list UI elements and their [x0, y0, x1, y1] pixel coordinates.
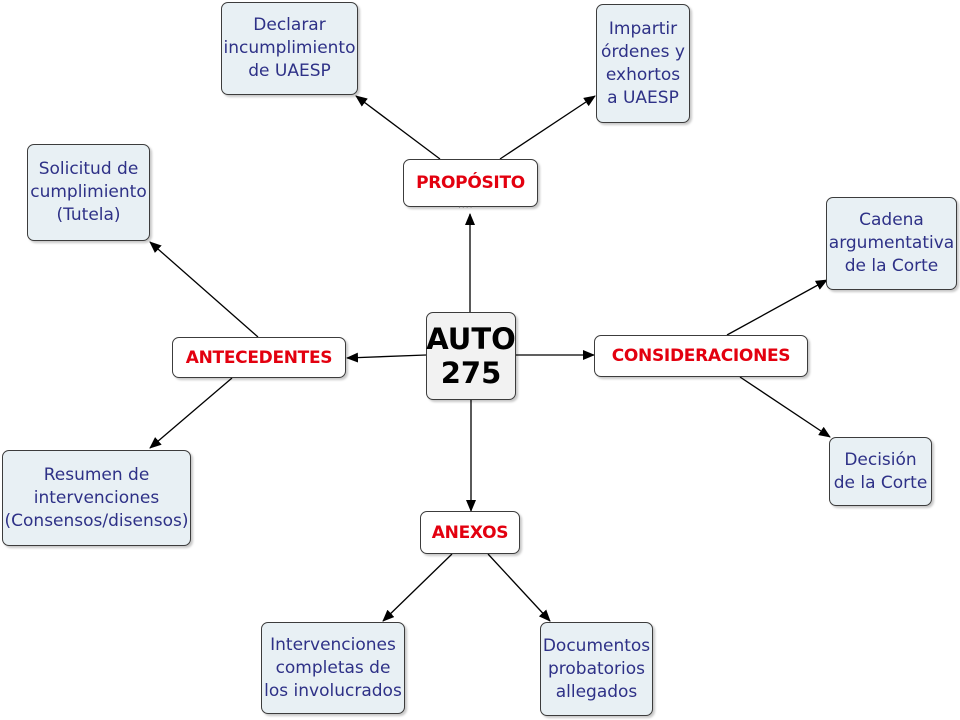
leaf-documentos-label: Documentos probatorios allegados: [542, 635, 651, 702]
leaf-solicitud: Solicitud de cumplimiento (Tutela): [27, 144, 150, 241]
handle-dots-decoration: ····: [458, 203, 474, 213]
category-proposito-label: PROPÓSITO: [416, 173, 525, 193]
leaf-solicitud-label: Solicitud de cumplimiento (Tutela): [30, 159, 147, 225]
leaf-resumen-label: Resumen de intervenciones (Consensos/dis…: [4, 464, 189, 531]
arrow-center-to-antecedentes: [346, 352, 427, 363]
arrow-consideraciones-to-cadena: [726, 279, 828, 336]
category-consideraciones-label: CONSIDERACIONES: [611, 346, 791, 366]
category-proposito: PROPÓSITO: [403, 159, 538, 207]
arrow-antecedentes-to-resumen: [149, 377, 233, 449]
leaf-resumen: Resumen de intervenciones (Consensos/dis…: [2, 450, 191, 546]
leaf-cadena-label: Cadena argumentativa de la Corte: [828, 210, 955, 276]
center-label: AUTO 275: [426, 322, 516, 390]
leaf-decision-label: Decisión de la Corte: [833, 449, 928, 493]
leaf-documentos: Documentos probatorios allegados: [540, 622, 653, 716]
category-anexos-label: ANEXOS: [431, 522, 509, 543]
leaf-intervenciones: Intervenciones completas de los involucr…: [261, 622, 405, 714]
category-consideraciones: CONSIDERACIONES: [594, 335, 808, 377]
center-node: AUTO 275: [426, 312, 516, 400]
leaf-intervenciones-label: Intervenciones completas de los involucr…: [264, 634, 402, 701]
category-antecedentes-label: ANTECEDENTES: [185, 347, 333, 368]
leaf-impartir: Impartir órdenes y exhortos a UAESP: [596, 4, 690, 123]
leaf-declarar-label: Declarar incumplimiento de UAESP: [223, 15, 356, 81]
leaf-decision: Decisión de la Corte: [829, 437, 932, 506]
category-anexos: ANEXOS: [420, 511, 520, 554]
category-antecedentes: ANTECEDENTES: [172, 337, 346, 378]
arrow-anexos-to-documentos: [487, 553, 551, 622]
arrow-antecedentes-to-solicitud: [149, 241, 259, 338]
arrow-anexos-to-intervenciones: [382, 553, 453, 622]
arrow-proposito-to-declarar: [355, 95, 441, 160]
leaf-impartir-label: Impartir órdenes y exhortos a UAESP: [601, 18, 685, 108]
leaf-declarar: Declarar incumplimiento de UAESP: [221, 2, 358, 95]
arrow-consideraciones-to-decision: [739, 376, 831, 438]
leaf-cadena: Cadena argumentativa de la Corte: [826, 197, 957, 290]
arrow-proposito-to-impartir: [499, 95, 596, 160]
